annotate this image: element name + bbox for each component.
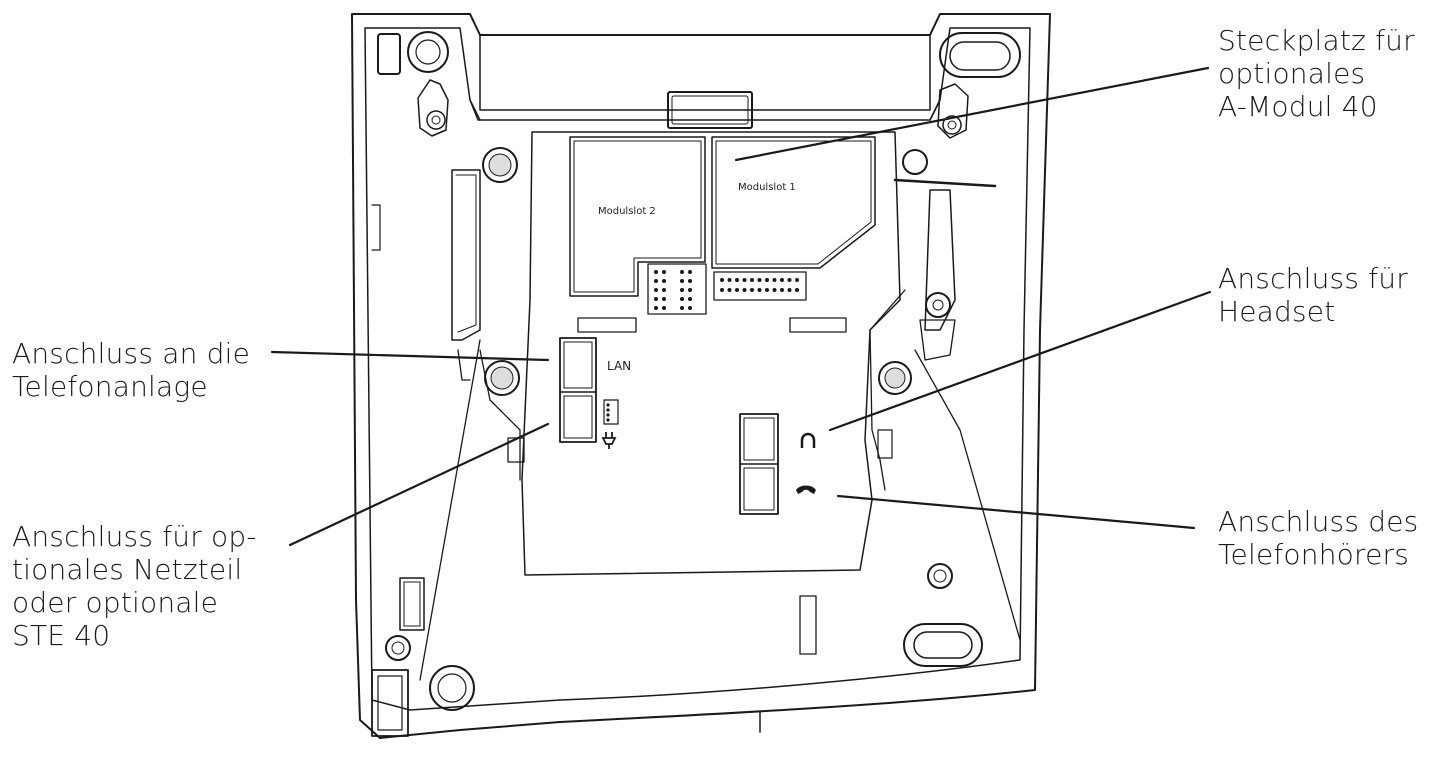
callout-pbx: Anschluss an die Telefonanlage [12, 337, 250, 403]
connector-pin [688, 279, 692, 283]
connector-pin [654, 279, 658, 283]
connector-pin [688, 297, 692, 301]
lan-jack [559, 337, 597, 443]
pin-header-right [713, 271, 807, 301]
connector-pin [795, 278, 799, 282]
connector-pin [654, 288, 658, 292]
housing-inner-outline [364, 27, 1031, 711]
callout-line: Anschluss an die [12, 337, 251, 370]
connector-pin [735, 278, 739, 282]
callout-line: oder optionale [12, 586, 219, 619]
callout-line: tionales Netzteil [12, 553, 243, 586]
connector-pin [757, 288, 762, 292]
connector-pin [765, 288, 769, 292]
connector-pin [680, 279, 684, 283]
connector-pin [772, 288, 777, 292]
main-compartment [521, 131, 901, 576]
connector-pin [742, 288, 747, 292]
connector-pin [780, 278, 784, 282]
callout-line: Anschluss für op- [12, 520, 257, 553]
connector-pin [688, 306, 692, 310]
callout-line: Anschluss des [1218, 505, 1419, 538]
connector-pin [720, 278, 724, 282]
callout-power: Anschluss für op- tionales Netzteil oder… [12, 520, 257, 652]
connector-pin [787, 278, 792, 282]
connector-pin [606, 403, 610, 407]
connector-pin [662, 270, 666, 274]
modulslot-1-label: Modulslot 1 [738, 182, 796, 193]
connector-pin [606, 413, 610, 417]
connector-pin [735, 288, 739, 292]
callout-line: STE 40 [12, 619, 111, 652]
connector-pin [662, 306, 666, 310]
connector-pin [787, 288, 792, 292]
callout-line: Steckplatz für [1218, 24, 1415, 57]
callout-line: Anschluss für [1218, 262, 1408, 295]
connector-pin [688, 270, 692, 274]
callout-line: A-Modul 40 [1218, 90, 1378, 123]
modulslot-2 [569, 136, 706, 297]
connector-pin [606, 418, 610, 422]
handset-icon [796, 485, 816, 494]
connector-pin [680, 297, 684, 301]
leader-slot-a-module [734, 66, 1210, 162]
leader-pbx [270, 350, 550, 362]
callout-headset: Anschluss für Headset [1218, 262, 1408, 328]
connector-pin [606, 408, 610, 412]
connector-pin [680, 306, 684, 310]
connector-pin [780, 288, 784, 292]
connector-pin [727, 288, 732, 292]
pin-header-left [647, 263, 707, 315]
connector-pin [654, 297, 658, 301]
connector-pin [654, 306, 658, 310]
callout-line: Telefonanlage [12, 370, 208, 403]
top-ridge [479, 34, 931, 111]
connector-pin [795, 288, 799, 292]
housing-outline [351, 13, 1051, 739]
connector-pin [654, 270, 658, 274]
leader-headset [828, 290, 1212, 432]
headset-icon [800, 432, 816, 448]
callout-handset: Anschluss des Telefonhörers [1218, 505, 1418, 571]
top-clip [667, 91, 753, 129]
connector-pin [680, 288, 684, 292]
connector-pin [727, 278, 732, 282]
connector-pin [772, 278, 777, 282]
modulslot-1 [711, 136, 876, 269]
bottom-foot-right [903, 623, 983, 667]
connector-pin [720, 288, 724, 292]
modulslot-2-label: Modulslot 2 [598, 206, 656, 217]
connector-pin [757, 278, 762, 282]
connector-pin [765, 278, 769, 282]
connector-pin [662, 297, 666, 301]
callout-slot-a-module: Steckplatz für optionales A-Modul 40 [1218, 24, 1415, 123]
lan-label: LAN [607, 359, 631, 373]
connector-pin [750, 288, 754, 292]
connector-pin [750, 278, 754, 282]
callout-line: optionales [1218, 57, 1366, 90]
leader-power [288, 422, 550, 547]
power-plug-icon [601, 432, 617, 449]
connector-pin [688, 288, 692, 292]
leader-handset [836, 494, 1196, 530]
connector-pin [742, 278, 747, 282]
callout-line: Telefonhörers [1218, 538, 1410, 571]
pin-dots [606, 270, 799, 422]
callout-line: Headset [1218, 295, 1336, 328]
connector-pin [662, 279, 666, 283]
connector-pin [662, 288, 666, 292]
connector-pin [680, 270, 684, 274]
